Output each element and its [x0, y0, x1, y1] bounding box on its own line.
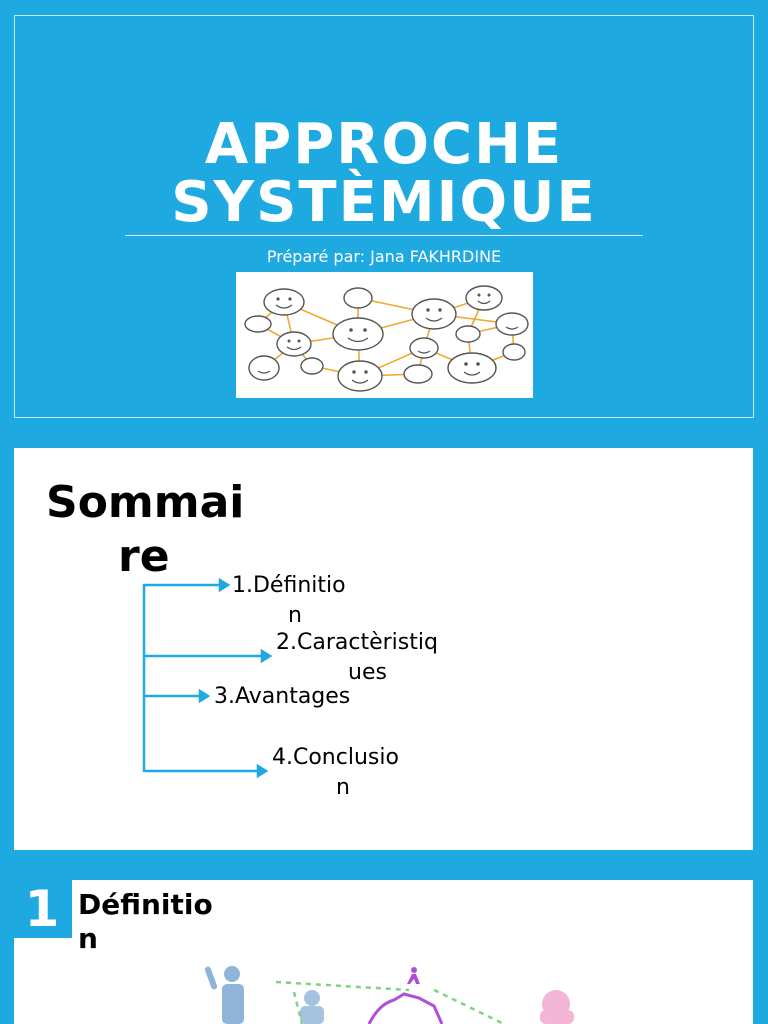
- definition-slide: 1 Définitio n: [14, 880, 753, 1024]
- person-figure-icon: [540, 990, 574, 1024]
- title-line-1: APPROCHE: [204, 112, 564, 177]
- people-network-image: [236, 272, 533, 398]
- person-figure-icon: [407, 967, 420, 984]
- toc-item-label: 4.Conclusio: [272, 745, 399, 770]
- title-slide: APPROCHE SYSTÈMIQUE Préparé par: Jana FA…: [14, 15, 754, 418]
- section-number-tab: [70, 880, 72, 938]
- title-divider: [125, 235, 643, 236]
- toc-item-conclusion[interactable]: 4.Conclusio n: [272, 743, 399, 803]
- page-title: APPROCHE SYSTÈMIQUE: [15, 116, 753, 232]
- connector-arrow-icon: [256, 763, 269, 779]
- toc-item-label: 3.Avantages: [214, 684, 351, 709]
- definition-title: Définitio n: [78, 888, 238, 956]
- summary-slide: Sommai re 1.Définitio n 2.Caractèristiq …: [14, 448, 753, 850]
- toc-item-label-cont: ues: [348, 660, 387, 685]
- person-figure-icon: [300, 990, 324, 1024]
- toc-item-caracteristiques[interactable]: 2.Caractèristiq ues: [276, 628, 438, 688]
- toc-item-avantages[interactable]: 3.Avantages: [214, 682, 350, 712]
- summary-title-line-1: Sommai: [46, 477, 245, 528]
- connector-arrow-icon: [198, 688, 211, 704]
- title-line-2: SYSTÈMIQUE: [171, 170, 597, 235]
- toc-item-label-cont: n: [336, 775, 350, 800]
- connector-arrow-icon: [218, 577, 231, 593]
- definition-title-line-1: Définitio: [78, 888, 213, 921]
- toc-item-definition[interactable]: 1.Définitio n: [232, 571, 346, 631]
- toc-item-label: 2.Caractèristiq: [276, 630, 438, 655]
- summary-title-line-2: re: [118, 531, 170, 582]
- definition-title-line-2: n: [78, 922, 98, 955]
- summary-title: Sommai re: [46, 476, 256, 584]
- connector-arrow-icon: [260, 648, 273, 664]
- toc-item-label-cont: n: [288, 603, 302, 628]
- author-subtitle: Préparé par: Jana FAKHRDINE: [266, 247, 502, 266]
- person-figure-icon: [204, 966, 244, 1024]
- gear-network-image: [164, 962, 654, 1024]
- section-number: 1: [14, 880, 70, 938]
- toc-connector-diagram: [142, 577, 273, 779]
- toc-item-label: 1.Définitio: [232, 573, 346, 598]
